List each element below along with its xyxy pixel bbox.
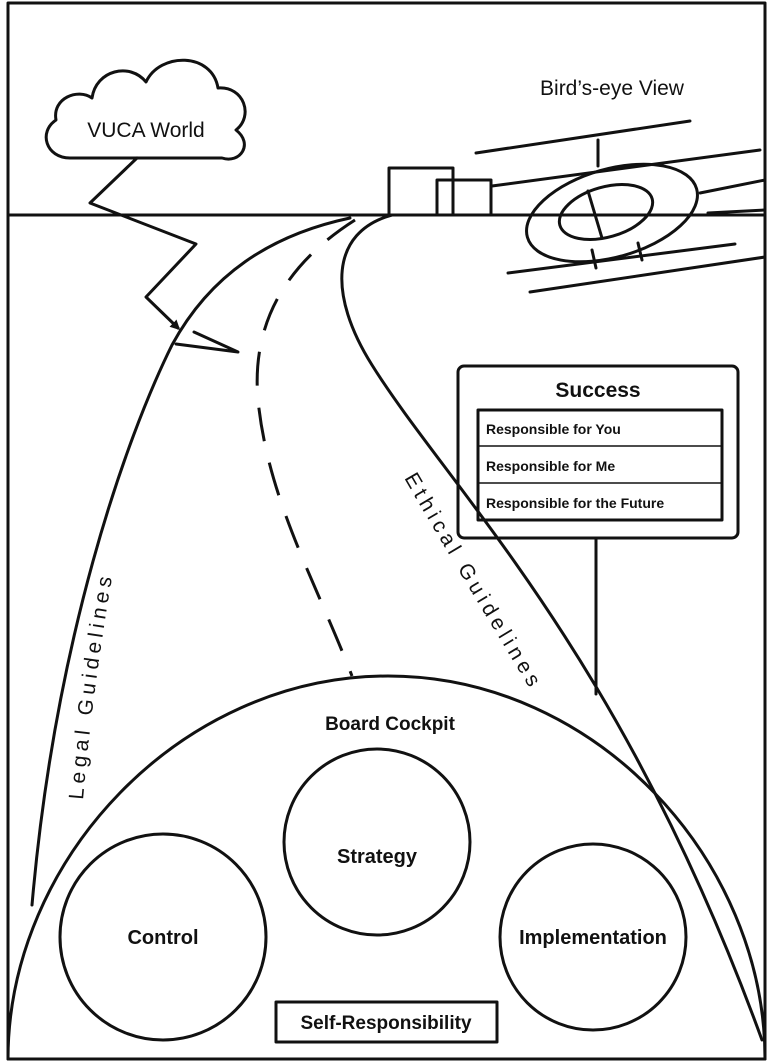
- success-list-box: [476, 408, 724, 522]
- control-label: Control: [127, 927, 198, 949]
- implementation-circle: [498, 842, 688, 1032]
- road-crack: [174, 330, 240, 354]
- self-responsibility-label: Self-Responsibility: [300, 1013, 471, 1034]
- road-left-edge: [30, 216, 352, 907]
- buildings: [387, 166, 493, 217]
- lightning-arrow: [88, 156, 198, 331]
- legal-guidelines-label: Legal Guidelines: [65, 570, 118, 800]
- control-circle: [58, 832, 268, 1042]
- success-sign-board: [456, 364, 740, 540]
- implementation-label: Implementation: [519, 927, 667, 949]
- self-responsibility-box: [274, 1000, 499, 1044]
- success-item-future: Responsible for the Future: [486, 495, 664, 511]
- board-cockpit-arch: [6, 674, 767, 1061]
- board-cockpit-label: Board Cockpit: [325, 714, 456, 735]
- success-sign: Success Responsible for You Responsible …: [456, 364, 740, 540]
- success-item-you: Responsible for You: [486, 421, 621, 437]
- road-center-line: [255, 218, 356, 677]
- road-right-edge: [340, 213, 764, 1042]
- birds-eye-view-label: Bird’s-eye View: [540, 77, 685, 100]
- building-left: [387, 166, 455, 217]
- strategy-circle: [282, 747, 472, 937]
- success-title: Success: [555, 379, 640, 402]
- success-item-me: Responsible for Me: [486, 458, 615, 474]
- vuca-cloud: [44, 58, 247, 161]
- legal-guidelines-text: Legal Guidelines: [65, 570, 113, 800]
- outer-frame: [6, 1, 767, 1061]
- helicopter-icon: [474, 119, 767, 294]
- building-right: [435, 178, 493, 217]
- strategy-label: Strategy: [337, 846, 418, 868]
- vuca-label: VUCA World: [87, 119, 204, 142]
